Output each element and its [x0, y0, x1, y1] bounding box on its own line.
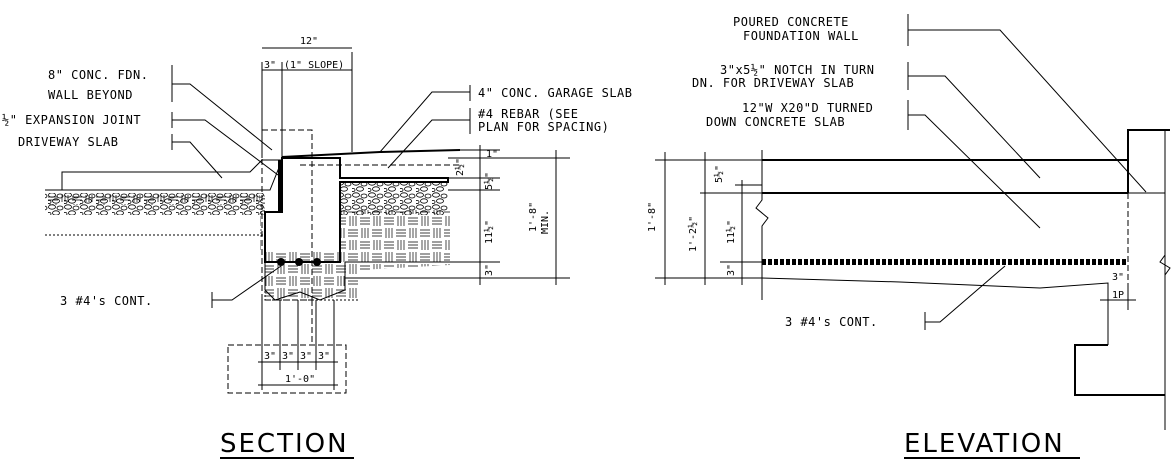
section-title: SECTION: [220, 429, 349, 459]
section-earth: [45, 195, 450, 300]
section-dim-b3d: 3": [318, 351, 330, 362]
section-dim-min: MIN.: [540, 210, 551, 234]
elevation-dim-1-8: 1'-8": [647, 202, 658, 232]
section-dim-b3c: 3": [300, 351, 312, 362]
elevation-dim-1-2-5: 1'-2½": [687, 216, 699, 252]
section-dim-top-12: 12": [300, 36, 318, 47]
elevation-label-notch-2: DN. FOR DRIVEWAY SLAB: [692, 76, 854, 90]
section-rebar-2: [295, 258, 303, 266]
elevation-title: ELEVATION: [904, 429, 1065, 459]
section-dim-11-5: 11½": [483, 220, 495, 244]
section-view: 12" 3" (1" SLOPE) 1" 2½" 5½" 11½" 3" 1'-…: [2, 36, 633, 459]
section-label-expansion-joint: ½" EXPANSION JOINT: [2, 113, 141, 127]
elevation-label-poured-1: POURED CONCRETE: [733, 15, 849, 29]
section-label-cont-bars: 3 #4's CONT.: [60, 294, 153, 308]
section-driveway-slab: [61, 159, 283, 191]
section-dim-b3b: 3": [282, 351, 294, 362]
elevation-dim-11-5: 11½": [725, 220, 737, 244]
section-dim-1-8: 1'-8": [528, 202, 539, 232]
elevation-dim-3: 3": [726, 264, 737, 276]
elevation-label-turned-2: DOWN CONCRETE SLAB: [706, 115, 845, 129]
section-rebar-3: [313, 258, 321, 266]
elevation-dim-1p: 1P: [1112, 290, 1124, 301]
elevation-foundation-wall[interactable]: [1127, 129, 1170, 193]
section-footing-beyond: [227, 344, 347, 394]
section-turned-down-slab[interactable]: [264, 157, 449, 263]
section-driveway-gravel: [45, 193, 265, 215]
elevation-footing: [1074, 344, 1165, 396]
section-label-rebar-1: #4 REBAR (SEE: [478, 107, 578, 121]
elevation-dim-5-5: 5½": [713, 165, 725, 183]
section-dim-b3a: 3": [264, 351, 276, 362]
section-garage-gravel: [340, 182, 448, 215]
section-rebar-1: [277, 258, 285, 266]
elevation-label-notch-1: 3"x5½" NOTCH IN TURN: [720, 63, 875, 77]
section-dim-top-3: 3": [264, 60, 276, 71]
elevation-label-cont-bars: 3 #4's CONT.: [785, 315, 878, 329]
section-dim-2-5: 2½": [454, 158, 466, 176]
section-expansion-joint: [278, 160, 282, 212]
section-label-fdn-wall-1: 8" CONC. FDN.: [48, 68, 148, 82]
section-label-fdn-wall-2: WALL BEYOND: [48, 88, 133, 102]
section-dim-5-5: 5½": [483, 172, 495, 190]
section-dim-3: 3": [484, 264, 495, 276]
section-label-garage-slab: 4" CONC. GARAGE SLAB: [478, 86, 633, 100]
elevation-view: 1'-8" 5½" 1'-2½" 11½" 3" 3" 1P POURED CO…: [647, 14, 1171, 459]
elevation-label-turned-1: 12"W X20"D TURNED: [742, 101, 873, 115]
elevation-label-poured-2: FOUNDATION WALL: [743, 29, 859, 43]
elevation-dim-r3: 3": [1112, 272, 1124, 283]
section-label-driveway-slab: DRIVEWAY SLAB: [18, 135, 118, 149]
section-dim-slope: (1" SLOPE): [284, 60, 344, 71]
section-dim-1-0: 1'-0": [285, 374, 315, 385]
section-dim-1: 1": [486, 149, 498, 160]
section-label-rebar-2: PLAN FOR SPACING): [478, 120, 609, 134]
